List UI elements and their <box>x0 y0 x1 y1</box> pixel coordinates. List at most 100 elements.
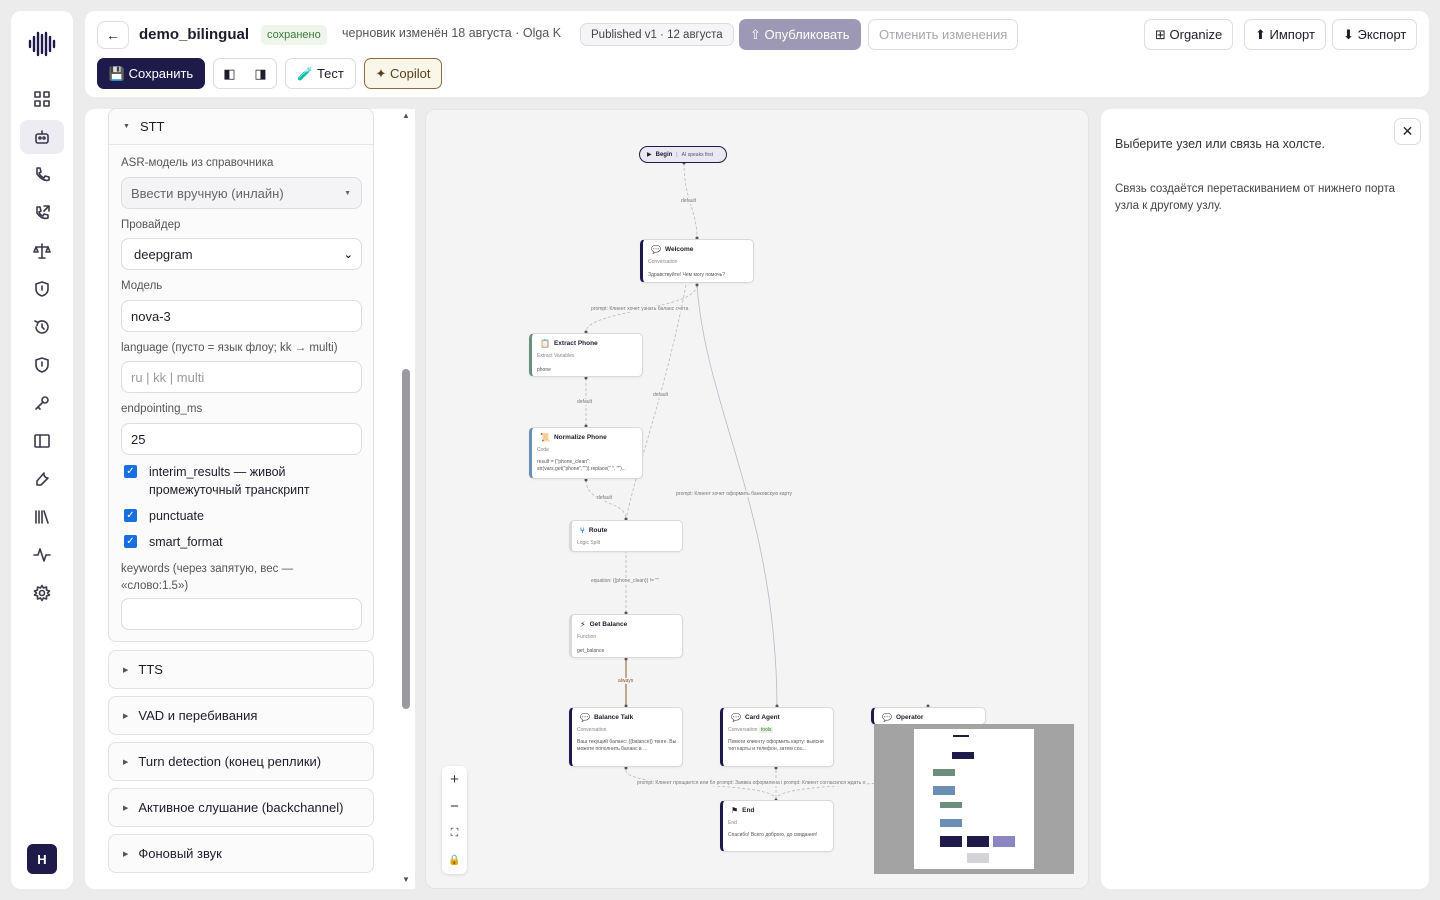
nav-agents[interactable] <box>20 120 64 154</box>
edge-label[interactable]: prompt: Клиент хочет узнать баланс счёта <box>591 306 689 312</box>
node-text: phone <box>537 367 551 373</box>
tts-section[interactable]: ▶TTS <box>108 650 374 689</box>
copilot-button[interactable]: ✦ Copilot <box>364 58 442 89</box>
organize-button[interactable]: ⊞ Organize <box>1144 19 1234 50</box>
edge-label[interactable]: prompt: Клиент прощается или бл prompt: … <box>637 780 866 786</box>
nav-history[interactable] <box>20 310 64 344</box>
scroll-thumb[interactable] <box>402 369 410 709</box>
node-title: Welcome <box>664 246 694 253</box>
save-button[interactable]: 💾 Сохранить <box>97 58 205 89</box>
minimap-node <box>940 802 962 808</box>
nav-outbound[interactable] <box>20 196 64 230</box>
edge-label[interactable]: prompt: Клиент хочет оформить банковскую… <box>676 491 793 497</box>
interim-checkbox[interactable]: ✓interim_results — живой промежуточный т… <box>124 463 334 499</box>
chat-icon: 💬 <box>882 713 892 722</box>
nav-dashboard[interactable] <box>20 82 64 116</box>
nav-layout[interactable] <box>20 424 64 458</box>
vad-section[interactable]: ▶VAD и перебивания <box>108 696 374 735</box>
clipboard-icon: 📋 <box>540 339 550 348</box>
node-route[interactable]: ⑂Route Logic Split <box>569 520 683 552</box>
backchannel-section[interactable]: ▶Активное слушание (backchannel) <box>108 788 374 827</box>
zoom-out-button[interactable]: − <box>450 798 459 815</box>
stt-title: STT <box>139 119 165 134</box>
asr-select[interactable]: Ввести вручную (инлайн) ▼ <box>121 177 362 209</box>
minimap-viewport[interactable] <box>914 729 1034 869</box>
keywords-input[interactable] <box>121 598 362 630</box>
punctuate-label: punctuate <box>149 509 204 523</box>
begin-node[interactable]: ▶ Begin | AI speaks first <box>639 146 727 163</box>
section-title: Turn detection (конец реплики) <box>138 754 322 769</box>
turn-detection-section[interactable]: ▶Turn detection (конец реплики) <box>108 742 374 781</box>
node-title: Get Balance <box>589 621 628 628</box>
provider-label: Провайдер <box>121 219 181 231</box>
edge-label[interactable]: equation: {{phone_clean}} != "" <box>591 578 659 584</box>
node-balance-talk[interactable]: 💬Balance Talk Conversation Ваш текущий б… <box>569 707 683 767</box>
settings-scrollbar[interactable]: ▲ ▼ <box>398 109 415 889</box>
import-button[interactable]: ⬆ Импорт <box>1244 19 1326 50</box>
edge-label[interactable]: default <box>681 198 697 204</box>
scroll-down-icon[interactable]: ▼ <box>402 875 410 884</box>
left-nav: H <box>11 11 73 889</box>
checkmark-icon: ✓ <box>124 535 137 548</box>
flow-title: demo_bilingual <box>139 26 250 43</box>
nav-security[interactable] <box>20 272 64 306</box>
keywords-label: keywords (через запятую, вес — «слово:1.… <box>121 563 294 592</box>
node-extract-phone[interactable]: 📋Extract Phone Extract Variables phone <box>529 333 643 377</box>
nav-policies[interactable] <box>20 348 64 382</box>
nav-calls[interactable] <box>20 158 64 192</box>
edge-label[interactable]: default <box>597 495 613 501</box>
minimap-node <box>933 769 955 776</box>
edge-label[interactable]: default <box>577 399 593 405</box>
scroll-up-icon[interactable]: ▲ <box>402 111 410 120</box>
stt-header[interactable]: ▼ STT <box>109 109 373 145</box>
model-input[interactable]: nova-3 <box>121 300 362 332</box>
minimap[interactable] <box>874 724 1074 874</box>
edge-welcome-route-default <box>625 284 687 520</box>
test-button[interactable]: 🧪 Тест <box>285 58 356 89</box>
background-sound-section[interactable]: ▶Фоновый звук <box>108 834 374 873</box>
minimap-node <box>967 836 989 847</box>
lock-button[interactable]: 🔒 <box>448 855 461 866</box>
asr-select-value: Ввести вручную (инлайн) <box>131 185 284 201</box>
nav-tools[interactable] <box>20 462 64 496</box>
library-icon <box>35 510 49 524</box>
edge-label[interactable]: default <box>653 392 669 398</box>
chat-icon: 💬 <box>731 713 741 722</box>
right-panel-icon[interactable]: ◨ <box>254 65 267 81</box>
endpointing-input[interactable]: 25 <box>121 423 362 455</box>
fit-view-button[interactable]: ⛶ <box>450 827 459 839</box>
provider-value: deepgram <box>134 246 193 262</box>
node-operator[interactable]: 💬Operator <box>871 707 986 725</box>
punctuate-checkbox[interactable]: ✓punctuate <box>124 507 204 525</box>
nav-settings[interactable] <box>20 576 64 610</box>
language-input[interactable]: ru | kk | multi <box>121 361 362 393</box>
published-badge: Published v1 · 12 августа <box>580 23 734 46</box>
left-panel-icon[interactable]: ◧ <box>223 65 236 81</box>
close-icon: ✕ <box>1401 123 1414 139</box>
export-button[interactable]: ⬇ Экспорт <box>1332 19 1418 50</box>
flow-canvas[interactable]: ▶ Begin | AI speaks first default prompt… <box>425 109 1089 889</box>
publish-button[interactable]: ⇧ Опубликовать <box>739 19 861 50</box>
avatar[interactable]: H <box>27 844 57 874</box>
nav-keys[interactable] <box>20 386 64 420</box>
nav-scales[interactable] <box>20 234 64 268</box>
nav-library[interactable] <box>20 500 64 534</box>
back-button[interactable]: ← <box>97 21 129 49</box>
chevron-down-icon: ▼ <box>344 189 351 197</box>
chat-icon: 💬 <box>580 713 590 722</box>
edge-label[interactable]: always <box>618 678 634 684</box>
node-card-agent[interactable]: 💬Card Agent Conversation tools Помоги кл… <box>720 707 834 767</box>
section-title: Фоновый звук <box>138 846 222 861</box>
smart-format-checkbox[interactable]: ✓smart_format <box>124 533 223 551</box>
node-type: Extract Variables <box>537 353 575 359</box>
node-type: Conversation <box>648 259 678 265</box>
node-normalize-phone[interactable]: 📜Normalize Phone Code result = {"phone_c… <box>529 427 643 479</box>
provider-select[interactable]: deepgram⌄ <box>121 238 362 270</box>
revert-button[interactable]: Отменить изменения <box>868 19 1019 50</box>
node-welcome[interactable]: 💬Welcome Conversation Здравствуйте! Чем … <box>640 239 754 283</box>
node-get-balance[interactable]: ⚡Get Balance Function get_balance <box>569 614 683 658</box>
node-end[interactable]: ⚑End End Спасибо! Всего доброго, до свид… <box>720 800 834 852</box>
zoom-in-button[interactable]: + <box>450 771 459 788</box>
nav-activity[interactable] <box>20 538 64 572</box>
close-button[interactable]: ✕ <box>1394 118 1421 145</box>
